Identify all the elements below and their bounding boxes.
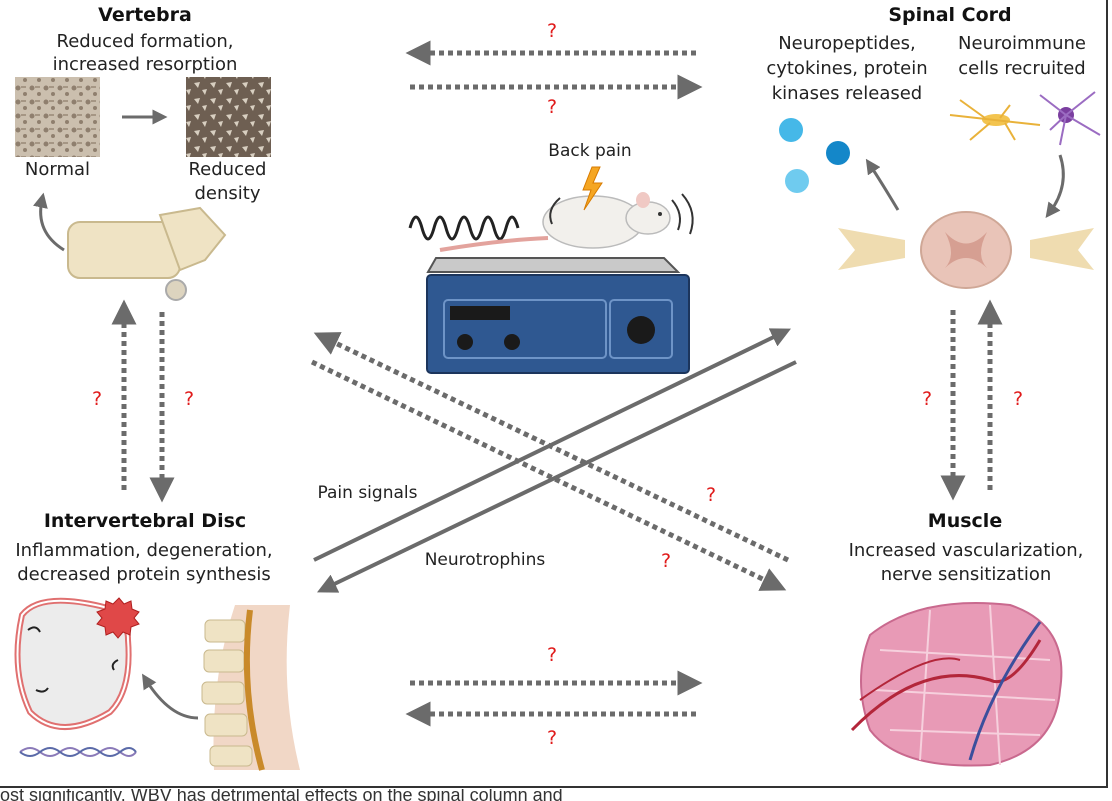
unknown-mark-diagonal-lower: ? bbox=[660, 550, 672, 572]
vertebra-title: Vertebra bbox=[98, 4, 192, 26]
disc-cell-image bbox=[14, 597, 132, 730]
cutoff-caption-text: ost significantly. WBV has detrimental e… bbox=[0, 789, 1112, 801]
vibration-motion-lines-icon bbox=[549, 193, 694, 235]
muscle-desc-line2: nerve sensitization bbox=[880, 564, 1052, 585]
back-pain-label: Back pain bbox=[548, 141, 632, 161]
spinal-col2-line1: Neuroimmune bbox=[958, 33, 1086, 54]
unknown-mark-bottom-upper: ? bbox=[546, 644, 558, 666]
neuroimmune-cells-icon bbox=[949, 91, 1101, 146]
disc-desc-line1: Inflammation, degeneration, bbox=[15, 540, 273, 561]
disc-title: Intervertebral Disc bbox=[43, 510, 247, 532]
arrow-vertebra-to-muscle bbox=[310, 359, 787, 591]
spinal-release-arrow bbox=[865, 158, 900, 211]
bone-reduced-label-line1: Reduced bbox=[188, 159, 267, 180]
bone-normal-image bbox=[15, 77, 100, 157]
inflammation-burst-icon bbox=[96, 597, 140, 639]
muscle-title: Muscle bbox=[927, 510, 1003, 532]
collagen-fiber-icon bbox=[19, 747, 137, 757]
unknown-mark-top-upper: ? bbox=[546, 20, 558, 42]
spinal-cord-title: Spinal Cord bbox=[888, 4, 1012, 26]
bone-normal-label: Normal bbox=[24, 159, 91, 180]
pain-bolt-icon bbox=[582, 166, 603, 211]
bone-reduced-label-line2: density bbox=[194, 183, 261, 204]
muscle-tissue-image bbox=[850, 602, 1063, 767]
spinal-col1-line2: cytokines, protein bbox=[766, 58, 928, 79]
neuropeptide-molecules-icon bbox=[779, 118, 850, 193]
disc-desc-line2: decreased protein synthesis bbox=[17, 564, 271, 585]
neurotrophins-label: Neurotrophins bbox=[424, 550, 546, 570]
pain-signals-label: Pain signals bbox=[317, 483, 418, 503]
rat-image bbox=[439, 192, 671, 252]
unknown-mark-right-outer: ? bbox=[1012, 388, 1024, 410]
spinal-col1-line3: kinases released bbox=[771, 83, 923, 104]
unknown-mark-bottom-lower: ? bbox=[546, 727, 558, 749]
arrow-pain-signals bbox=[313, 328, 791, 562]
arrow-muscle-to-vertebra bbox=[313, 332, 790, 563]
unknown-mark-right-inner: ? bbox=[921, 388, 933, 410]
unknown-mark-top-lower: ? bbox=[546, 96, 558, 118]
disc-curved-arrow bbox=[141, 673, 199, 720]
spinal-col2-line2: cells recruited bbox=[958, 58, 1086, 79]
vibration-wave-icon bbox=[408, 215, 520, 241]
vertebra-desc-line1: Reduced formation, bbox=[56, 31, 234, 52]
spinal-col1-line1: Neuropeptides, bbox=[778, 33, 916, 54]
spine-column-image bbox=[201, 605, 300, 771]
vertebra-curved-arrow bbox=[33, 192, 65, 252]
arrow-neurotrophins bbox=[316, 360, 797, 593]
bone-reduced-image bbox=[186, 77, 271, 157]
spinal-cord-image bbox=[838, 211, 1094, 289]
unknown-mark-left-outer: ? bbox=[91, 388, 103, 410]
spinal-recruit-arrow bbox=[1045, 154, 1065, 219]
vibration-plate-image bbox=[426, 257, 690, 374]
cutoff-caption-span: ost significantly. WBV has detrimental e… bbox=[0, 789, 563, 801]
unknown-mark-diagonal-upper: ? bbox=[705, 484, 717, 506]
muscle-desc-line1: Increased vascularization, bbox=[848, 540, 1084, 561]
vertebra-desc-line2: increased resorption bbox=[52, 54, 238, 75]
unknown-mark-left-inner: ? bbox=[183, 388, 195, 410]
vertebra-bone-image bbox=[67, 206, 227, 301]
